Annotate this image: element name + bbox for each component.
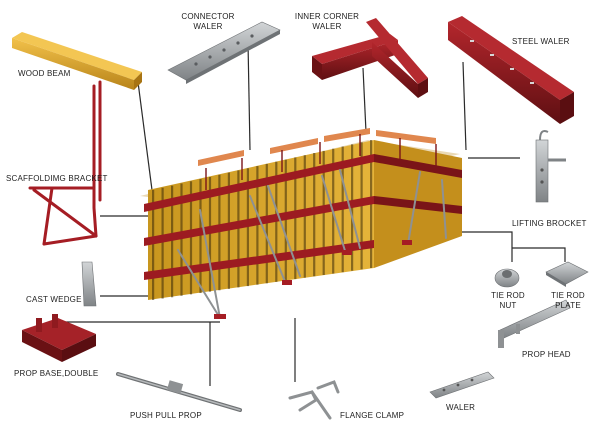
label-prop-head: PROP HEAD bbox=[522, 350, 571, 359]
label-tie-rod-plate-line1: TIE ROD bbox=[551, 291, 585, 300]
timber-beam-line bbox=[256, 166, 259, 285]
tie-rod-nut bbox=[494, 268, 520, 288]
label-waler: WALER bbox=[446, 403, 476, 412]
label-lifting-bracket: LIFTING BROCKET bbox=[512, 219, 587, 228]
timber-beam-line bbox=[227, 172, 230, 289]
label-inner-corner-waler: INNER CORNER WALER bbox=[290, 12, 364, 32]
label-inner-corner-waler-line1: INNER CORNER bbox=[294, 12, 360, 21]
label-tie-rod-plate: TIE ROD PLATE bbox=[548, 291, 588, 311]
timber-beam-line bbox=[199, 179, 202, 293]
timber-beam-line bbox=[208, 177, 212, 292]
label-prop-base-double: PROP BASE,DOUBLE bbox=[14, 369, 99, 378]
tie-rod-plate bbox=[545, 261, 589, 287]
label-inner-corner-waler-line2: WALER bbox=[312, 22, 342, 31]
label-tie-rod-nut-line2: NUT bbox=[499, 301, 517, 310]
label-connector-waler-line2: WALER bbox=[193, 22, 223, 31]
waler-small bbox=[429, 371, 495, 399]
timber-beam-line bbox=[189, 181, 193, 295]
timber-beam-line bbox=[265, 163, 268, 284]
label-steel-waler: STEEL WALER bbox=[512, 37, 570, 46]
timber-beam-line bbox=[171, 185, 174, 298]
timber-beam-line bbox=[180, 183, 183, 296]
wood-beam bbox=[12, 32, 142, 90]
cast-wedge bbox=[81, 261, 97, 307]
connector-waler bbox=[167, 21, 281, 84]
label-flange-clamp: FLANGE CLAMP bbox=[340, 411, 405, 420]
timber-beam-line bbox=[237, 170, 240, 288]
label-tie-rod-nut-line1: TIE ROD bbox=[491, 291, 525, 300]
lifting-bracket bbox=[535, 130, 566, 203]
label-wood-beam: WOOD BEAM bbox=[18, 69, 71, 78]
timber-beam-line bbox=[218, 174, 221, 291]
label-tie-rod-plate-line2: PLATE bbox=[555, 301, 581, 310]
inner-corner-waler bbox=[312, 18, 428, 98]
label-tie-rod-nut: TIE ROD NUT bbox=[488, 291, 528, 311]
formwork-assembly bbox=[140, 128, 462, 319]
timber-beam-line bbox=[161, 187, 164, 299]
push-pull-prop bbox=[116, 372, 242, 412]
label-cast-wedge: CAST WEDGE bbox=[26, 295, 82, 304]
prop-base-double bbox=[22, 314, 96, 362]
flange-clamp bbox=[288, 380, 340, 420]
label-scaffolding-bracket: SCAFFOLDIMG BRACKET bbox=[6, 174, 108, 183]
label-connector-waler: CONNECTOR WALER bbox=[178, 12, 238, 32]
scaffolding-bracket bbox=[28, 80, 102, 246]
label-push-pull-prop: PUSH PULL PROP bbox=[130, 411, 202, 420]
steel-waler bbox=[448, 16, 574, 124]
label-connector-waler-line1: CONNECTOR bbox=[181, 12, 235, 21]
leader-lines bbox=[62, 41, 566, 386]
prop-head bbox=[498, 299, 571, 348]
timber-beam-line bbox=[246, 168, 249, 287]
timber-beam-line bbox=[152, 190, 155, 300]
